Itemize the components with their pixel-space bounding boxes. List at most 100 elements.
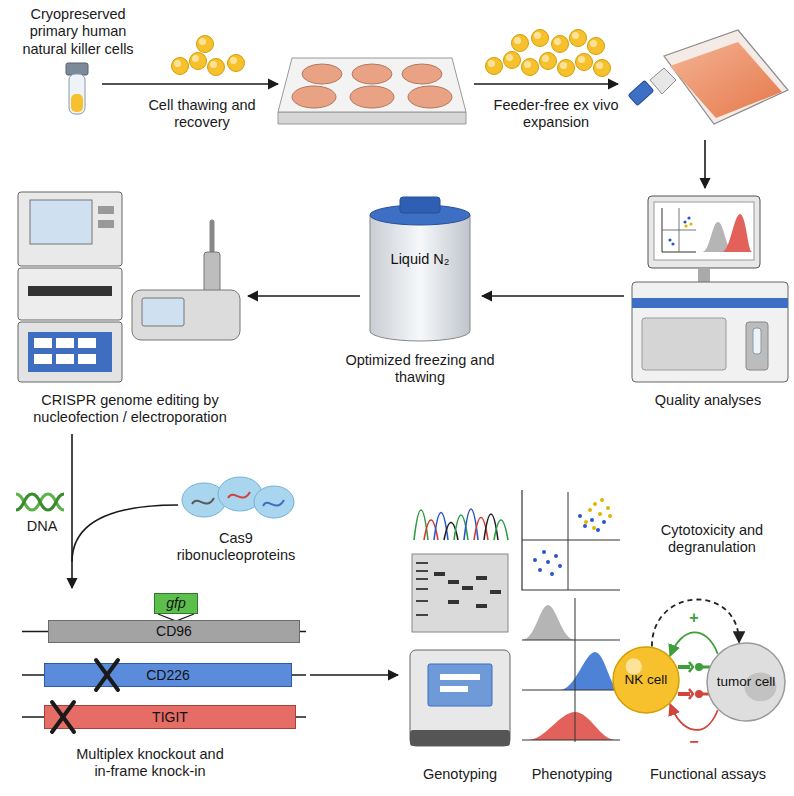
dot-plot-part-part bbox=[608, 514, 612, 518]
agarose-gel-part bbox=[476, 604, 487, 608]
well-plate-part bbox=[302, 64, 342, 84]
agarose-gel bbox=[412, 554, 508, 632]
electroporator bbox=[132, 222, 240, 340]
histograms-part bbox=[522, 605, 575, 640]
cryovial-part bbox=[69, 74, 85, 114]
cells-part bbox=[532, 30, 549, 47]
nucleofector-part bbox=[30, 200, 92, 244]
gene-box: CD226 bbox=[44, 663, 292, 687]
cells-part bbox=[208, 59, 225, 76]
culture-flask-part bbox=[628, 80, 654, 105]
flow-cytometer-part bbox=[689, 222, 692, 225]
nucleofector-part bbox=[28, 332, 112, 372]
nucleofector-part bbox=[18, 192, 122, 266]
nucleofector-part bbox=[56, 354, 74, 364]
flow-cytometer-part bbox=[668, 238, 671, 241]
cryovial bbox=[66, 63, 88, 114]
dna-helix-part bbox=[16, 494, 64, 510]
dot-plot-part-part bbox=[538, 568, 542, 572]
sequencer-part bbox=[410, 650, 510, 746]
dot-plot-part-part bbox=[590, 518, 594, 522]
workflow-arrow bbox=[102, 84, 278, 85]
workflow-arrow bbox=[72, 434, 178, 588]
node-text: tumor cell bbox=[717, 674, 776, 690]
dot-plot-part-part bbox=[542, 550, 546, 554]
agarose-gel-part bbox=[448, 600, 459, 604]
workflow-arrow bbox=[474, 84, 618, 85]
cells-part bbox=[588, 38, 605, 55]
cells-part bbox=[504, 52, 521, 69]
dot-plot-part-part bbox=[546, 560, 550, 564]
dot-plot-part bbox=[584, 498, 612, 530]
agarose-gel-part bbox=[416, 600, 428, 602]
culture-flask-part bbox=[664, 30, 788, 124]
culture-flask bbox=[628, 30, 788, 124]
flow-cytometer-part bbox=[648, 196, 760, 268]
well-plate bbox=[278, 58, 466, 124]
cells-part bbox=[522, 59, 539, 76]
histograms-part bbox=[522, 690, 620, 691]
gene-box: gfp bbox=[154, 593, 198, 614]
well-plate-part bbox=[292, 86, 336, 108]
workflow-arrow bbox=[310, 675, 398, 676]
connector bbox=[670, 632, 718, 656]
flow-cytometer-part bbox=[687, 216, 690, 219]
electroporator-part bbox=[142, 298, 184, 326]
nucleofector-part bbox=[56, 338, 74, 348]
chromatogram-part bbox=[484, 514, 498, 540]
agarose-gel-part bbox=[462, 586, 473, 590]
cas9-rnp-part bbox=[263, 500, 284, 506]
nucleofector-part bbox=[34, 354, 52, 364]
cas9-rnp-part bbox=[254, 486, 294, 518]
cas9-rnp-part bbox=[192, 498, 214, 504]
chromatogram bbox=[414, 509, 508, 540]
receptor-ligand-part bbox=[695, 663, 703, 671]
flow-cytometer-part bbox=[746, 322, 768, 370]
flow-cytometer-part bbox=[671, 242, 674, 245]
cryovial-part bbox=[66, 63, 88, 75]
well-plate-part bbox=[350, 86, 394, 108]
agarose-gel-part bbox=[412, 554, 508, 632]
dot-plot-part-part bbox=[602, 520, 606, 524]
agarose-gel-part bbox=[490, 590, 501, 594]
gene-locus-line bbox=[22, 614, 306, 717]
dot-plot-part-part bbox=[554, 554, 558, 558]
workflow-arrow-part bbox=[248, 295, 360, 297]
workflow-arrow-part bbox=[72, 505, 178, 562]
nucleofector-part bbox=[18, 322, 122, 382]
dewar-vessel-outline bbox=[368, 195, 472, 343]
caption-label: Phenotyping bbox=[517, 766, 627, 783]
histograms-part bbox=[560, 652, 620, 690]
dot-plot-part-part bbox=[584, 520, 588, 524]
edge-label: + bbox=[687, 610, 700, 626]
nk-cell: NK cell bbox=[612, 646, 680, 714]
workflow-arrow bbox=[705, 140, 706, 188]
cryovial-part bbox=[71, 94, 83, 112]
flow-cytometer bbox=[632, 196, 788, 382]
caption-label: Cell thawing and recovery bbox=[136, 97, 268, 132]
dewar-vessel-outline-part bbox=[400, 197, 440, 213]
workflow-arrow-part bbox=[704, 140, 706, 188]
caption-label: Optimized freezing and thawing bbox=[345, 352, 495, 387]
well-plate-part bbox=[278, 58, 466, 112]
electroporator-part bbox=[204, 252, 220, 294]
receptor-ligand-part bbox=[689, 662, 693, 672]
dot-plot-part-part bbox=[596, 528, 600, 532]
nucleofector-part bbox=[98, 206, 114, 214]
cells-part bbox=[576, 54, 593, 71]
chromatogram-part bbox=[464, 509, 478, 540]
flow-cytometer-part bbox=[684, 224, 687, 227]
electroporator-part bbox=[132, 290, 240, 340]
workflow-arrow-part bbox=[102, 83, 278, 85]
caption-label: Feeder-free ex vivo expansion bbox=[486, 97, 626, 132]
receptor-ligand-part bbox=[678, 692, 690, 696]
dot-plot-part-part bbox=[558, 564, 562, 568]
nucleofector-part bbox=[28, 286, 112, 296]
sequencer-part bbox=[440, 686, 468, 692]
caption-label: Multiplex knockout and in-frame knock-in bbox=[70, 746, 230, 781]
well-plate-part bbox=[278, 112, 466, 124]
histograms-part bbox=[528, 712, 616, 740]
dot-plot-part bbox=[522, 490, 620, 590]
histograms-part bbox=[575, 598, 576, 742]
flow-cytometer-part bbox=[632, 282, 788, 382]
